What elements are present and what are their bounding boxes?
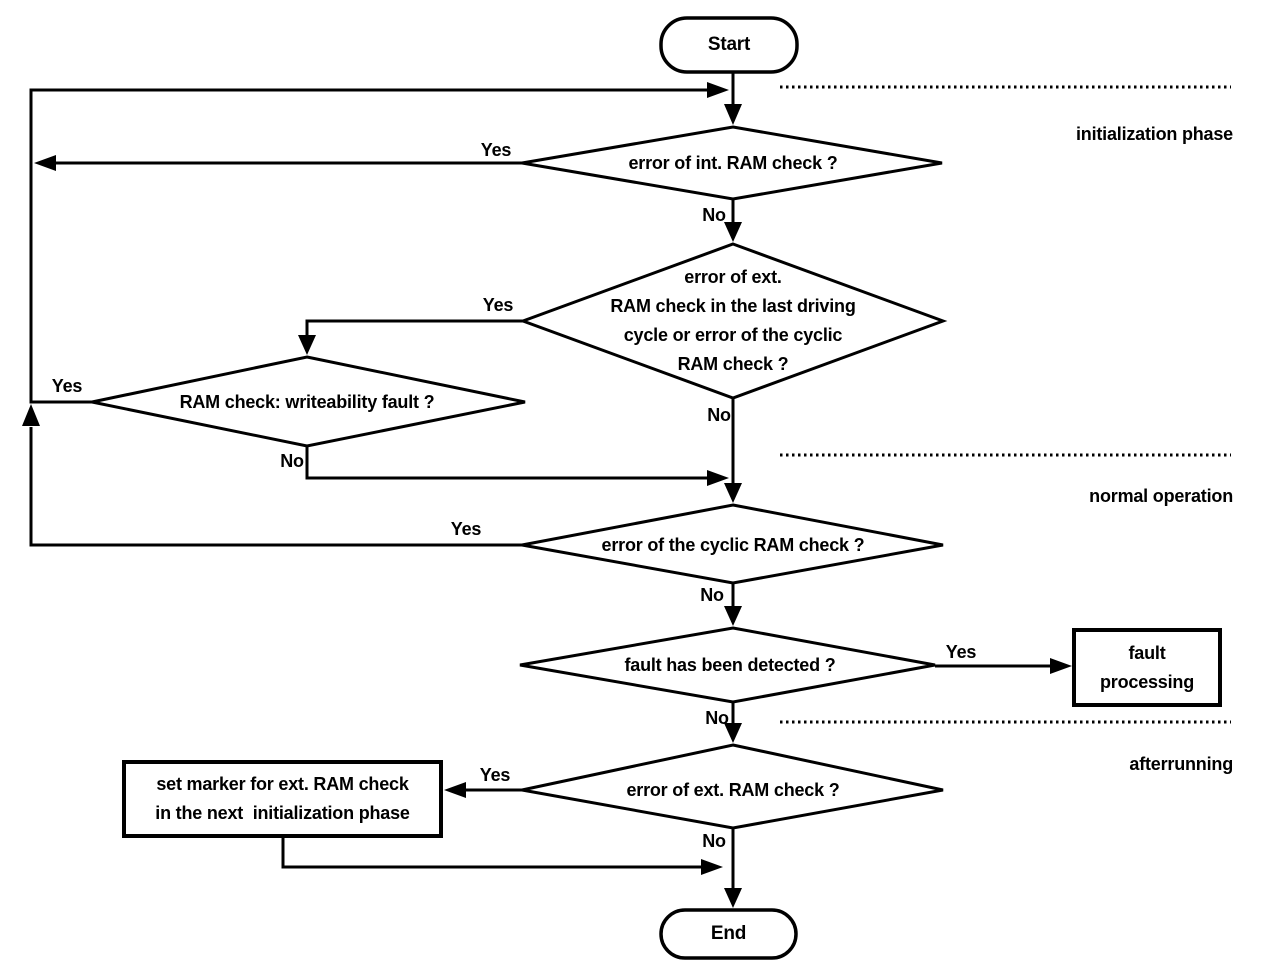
- phase-label-afterrunning: afterrunning: [1129, 754, 1233, 774]
- phase-label-normal-operation: normal operation: [1089, 486, 1233, 506]
- edge-set-marker-out: [281, 836, 701, 869]
- decision-ext-ram-after-label: error of ext. RAM check ?: [626, 780, 840, 800]
- decision-writeability: [91, 355, 526, 448]
- start-node: [659, 16, 799, 74]
- edge-writeability-no: [305, 446, 707, 480]
- arrow-into-cyclic-ram: [724, 483, 742, 503]
- arrow-into-ext-ram-last: [724, 222, 742, 242]
- decision-int-ram: [521, 125, 943, 201]
- phase-label-initialization: initialization phase: [1075, 124, 1233, 144]
- yes-label-ext-ram-last: Yes: [482, 295, 514, 315]
- yes-label-writeability: Yes: [51, 376, 83, 396]
- end-label: End: [710, 923, 747, 944]
- yes-label-cyclic-ram: Yes: [450, 519, 482, 539]
- decision-fault-detected: [519, 626, 936, 704]
- set-marker-label: set marker for ext. RAM check in the nex…: [155, 774, 410, 823]
- arrow-into-int-ram: [724, 104, 742, 125]
- arrow-into-writeability: [298, 335, 316, 355]
- yes-label-ext-ram-after: Yes: [479, 765, 511, 785]
- decision-cyclic-ram: [521, 503, 944, 585]
- arrow-into-fault-processing: [1050, 658, 1072, 674]
- no-label-cyclic-ram: No: [700, 585, 724, 605]
- no-label-fault-detected: No: [705, 708, 729, 728]
- end-node: [659, 908, 798, 960]
- decision-int-ram-label: error of int. RAM check ?: [628, 153, 838, 173]
- no-label-writeability: No: [280, 451, 304, 471]
- fault-processing-box: [1072, 628, 1222, 707]
- decision-ext-ram-after: [521, 743, 944, 830]
- yes-label-int-ram: Yes: [480, 140, 512, 160]
- arrow-into-init-junction: [707, 82, 729, 98]
- edge-ext-ram-last-yes: [305, 319, 523, 336]
- arrow-int-ram-yes: [34, 155, 56, 171]
- decision-fault-detected-label: fault has been detected ?: [624, 655, 836, 675]
- arrow-wall-up: [22, 404, 40, 426]
- decision-ext-ram-last: [518, 242, 948, 400]
- decision-writeability-label: RAM check: writeability fault ?: [179, 392, 435, 412]
- arrow-writeability-no-join: [707, 470, 729, 486]
- arrow-into-fault-detected: [724, 606, 742, 626]
- yes-label-fault-detected: Yes: [945, 642, 977, 662]
- no-label-int-ram: No: [702, 205, 726, 225]
- start-label: Start: [707, 34, 751, 55]
- edge-cyclic-yes: [29, 427, 522, 547]
- decision-ext-ram-last-label: error of ext. RAM check in the last driv…: [610, 267, 856, 374]
- no-label-ext-ram-after: No: [702, 831, 726, 851]
- arrow-into-end: [724, 888, 742, 908]
- arrowheads: [22, 82, 1072, 908]
- set-marker-box: [122, 760, 443, 838]
- decision-cyclic-ram-label: error of the cyclic RAM check ?: [601, 535, 865, 555]
- arrow-into-set-marker: [444, 782, 466, 798]
- arrow-into-ext-ram-after: [724, 723, 742, 743]
- edge-loop-back-to-init: [29, 88, 707, 404]
- arrow-set-marker-join: [701, 859, 723, 875]
- no-label-ext-ram-last: No: [707, 405, 731, 425]
- fault-processing-label: fault processing: [1099, 642, 1195, 692]
